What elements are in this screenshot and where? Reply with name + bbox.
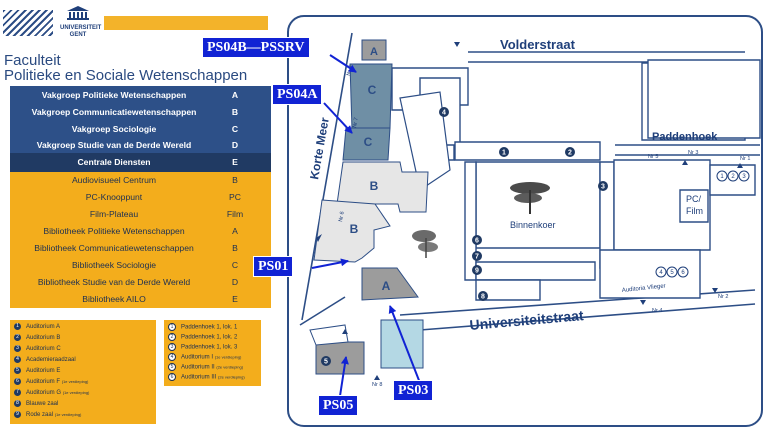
tree-icon — [510, 182, 550, 214]
street-label-north: Volderstraat — [500, 37, 576, 52]
campus-map: Volderstraat Universiteitstraat Korte Me… — [287, 15, 763, 427]
svg-text:5: 5 — [670, 270, 674, 276]
svg-text:Nr 4: Nr 4 — [652, 308, 662, 314]
callout-ps04b: PS04B—PSSRV — [202, 37, 310, 58]
letter-c-north: C — [368, 83, 377, 97]
letter-c-south: C — [364, 135, 373, 149]
building-c-south — [342, 127, 391, 161]
paddenhoek-legend — [164, 320, 261, 386]
tree-icon — [412, 230, 438, 258]
svg-text:Nr 7: Nr 7 — [352, 117, 360, 128]
svg-text:1: 1 — [502, 150, 506, 157]
entrance-arrows — [316, 42, 743, 380]
central-services-band — [10, 153, 271, 172]
letter-a-top: A — [370, 46, 378, 58]
auditoria-vlieger-label: Auditoria Vlieger — [622, 283, 666, 294]
letter-b-south: B — [350, 222, 359, 236]
building-a-top — [361, 39, 387, 61]
building-crest-icon — [67, 6, 89, 20]
callout-arrows — [311, 54, 421, 397]
svg-text:4: 4 — [659, 270, 663, 276]
callout-ps03: PS03 — [393, 380, 434, 401]
annex-building — [399, 91, 451, 191]
svg-text:8: 8 — [481, 294, 485, 301]
auditoria-legend — [10, 320, 156, 424]
svg-text:6: 6 — [475, 238, 479, 245]
building-b-south — [313, 199, 391, 263]
legend-panel: UNIVERSITEIT GENT Faculteit Politieke en… — [0, 0, 278, 434]
svg-text:Nr 1: Nr 1 — [740, 156, 750, 162]
building-letters: A C C B B A — [350, 46, 391, 293]
auditorium-markers: 1 2 3 4 5 6 7 8 9 — [321, 107, 608, 366]
callout-ps04a: PS04A — [272, 84, 323, 105]
small-annex — [309, 324, 349, 346]
svg-text:Nr 2: Nr 2 — [718, 294, 728, 300]
svg-text:Nr 5: Nr 5 — [648, 154, 658, 160]
svg-text:Nr 6: Nr 6 — [338, 211, 346, 222]
svg-text:Nr 8: Nr 8 — [372, 382, 382, 388]
svg-text:3: 3 — [742, 174, 746, 180]
courtyard-label: Binnenkoer — [510, 220, 556, 230]
gold-banner — [104, 16, 268, 30]
letter-a-low: A — [382, 279, 391, 293]
stripe-logo — [3, 10, 53, 36]
building-ps03 — [380, 319, 424, 369]
svg-text:3: 3 — [601, 184, 605, 191]
pc-label: PC/ — [686, 194, 702, 204]
svg-text:7: 7 — [475, 254, 479, 261]
university-name-top: UNIVERSITEIT — [60, 25, 102, 31]
building-a-low — [361, 267, 419, 301]
svg-text:2: 2 — [731, 174, 735, 180]
callout-ps01: PS01 — [253, 256, 294, 277]
services-panel — [10, 172, 271, 308]
outline-markers: 4 5 6 1 2 3 — [655, 170, 750, 278]
film-label: Film — [686, 206, 703, 216]
callout-ps05: PS05 — [318, 395, 359, 416]
svg-text:4: 4 — [442, 110, 446, 117]
faculty-title: Faculteit — [4, 52, 61, 69]
letter-b-north: B — [370, 179, 379, 193]
svg-text:5: 5 — [324, 359, 328, 366]
street-label-east: Paddenhoek — [652, 131, 718, 143]
svg-text:6: 6 — [681, 270, 685, 276]
university-name-bottom: GENT — [69, 32, 87, 38]
university-logo: UNIVERSITEIT GENT — [60, 6, 102, 39]
faculty-subtitle: Politieke en Sociale Wetenschappen — [4, 67, 248, 84]
svg-text:Nr 3: Nr 3 — [688, 150, 698, 156]
svg-text:9: 9 — [475, 268, 479, 275]
svg-text:1: 1 — [720, 174, 724, 180]
svg-text:2: 2 — [568, 150, 572, 157]
